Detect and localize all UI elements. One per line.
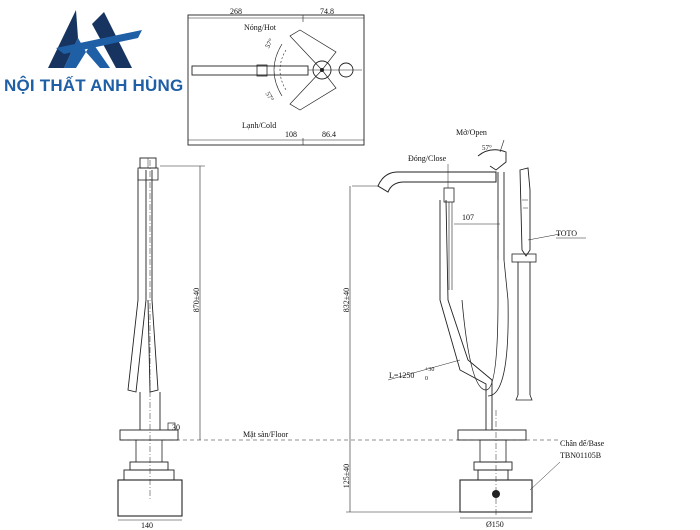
brand-logo: NỘI THẤT ANH HÙNG (0, 0, 190, 100)
dim-30: 30 (172, 423, 180, 432)
angle-cold: 57° (264, 90, 276, 103)
front-lever (477, 149, 507, 171)
front-riser (439, 200, 487, 430)
hot-label: Nóng/Hot (244, 23, 277, 32)
open-angle: 57° (482, 144, 492, 152)
side-view: 30 870±40 140 (117, 157, 205, 530)
height-125: 125±40 (342, 464, 351, 488)
front-view: Mở/Open 57° Đóng/Close 107 TOTO 832±40 L… (342, 128, 605, 529)
angle-hot: 57° (264, 37, 276, 50)
dim-74-8: 74.8 (320, 7, 334, 16)
hose-tol-upper: +30 (425, 367, 434, 373)
height-870: 870±40 (192, 288, 201, 312)
hose-length: L=1250 (389, 371, 414, 380)
cold-lever-position (289, 69, 337, 111)
spout-top-view (191, 65, 309, 76)
side-base-plate (119, 429, 179, 441)
open-label: Mở/Open (456, 128, 487, 137)
dim-108: 108 (285, 130, 297, 139)
base-label: Chân đế/Base (560, 439, 605, 448)
front-base-plate (457, 429, 527, 441)
top-view-frame (187, 14, 365, 146)
height-832: 832±40 (342, 288, 351, 312)
hose-tol-lower: 0 (425, 376, 428, 382)
floor-label: Mặt sàn/Floor (243, 430, 288, 439)
hand-shower (519, 167, 531, 257)
brand-name: NỘI THẤT ANH HÙNG (4, 76, 184, 95)
diameter-150: Ø150 (486, 520, 504, 529)
dim-140: 140 (141, 521, 153, 530)
close-label: Đóng/Close (408, 154, 447, 163)
dim-107: 107 (462, 213, 474, 222)
toto-label: TOTO (556, 229, 577, 238)
dim-268: 268 (230, 7, 242, 16)
cold-label: Lạnh/Cold (242, 121, 276, 130)
triangle-AH-logo-icon (48, 10, 142, 68)
side-riser (127, 170, 147, 393)
front-spout (377, 171, 497, 193)
base-model: TBN01105B (560, 451, 601, 460)
hot-lever-position (289, 29, 337, 71)
lever-hub (312, 60, 332, 80)
top-view: 268 74.8 Nóng/Hot Lạnh/Cold 57° 57° 108 … (187, 7, 365, 146)
hose (461, 260, 499, 391)
dim-86-4: 86.4 (322, 130, 336, 139)
